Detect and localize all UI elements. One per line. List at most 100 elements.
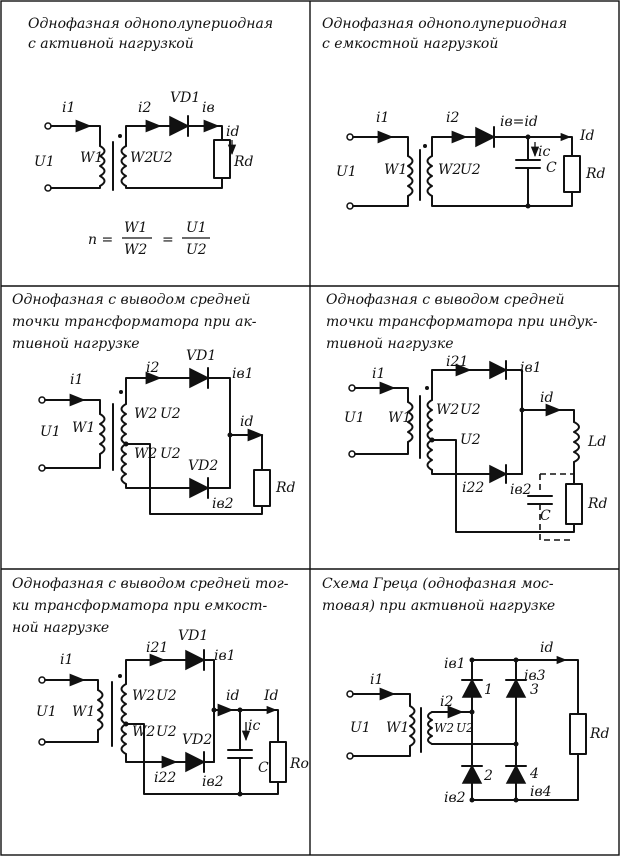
circuit-label: i22 [154,770,176,786]
circuit-wire [125,377,191,405]
circuit-label: U2 [460,402,481,418]
panel-center-tap-resistive: Однофазная с выводом средней точки транс… [12,292,296,515]
circuit-label: i2 [146,360,159,376]
circuit-label: U2 [160,446,181,462]
panel-title-line: Однофазная однополупериодная [28,16,273,32]
circuit-label: i1 [370,672,383,688]
circuit-label: W2 [434,721,454,735]
circuit-label: iв1 [214,648,236,664]
circuit-label: 3 [530,682,539,698]
circuit-label: id [240,414,253,430]
circuit-wire [513,797,519,803]
panel-title-line: ки трансформатора при емкост- [12,598,267,614]
circuit-wire [229,434,263,471]
circuit-wire [352,693,411,707]
circuit-label: = [162,232,174,248]
diode-vd1 [185,649,206,671]
circuit-wire [469,797,475,803]
circuit-wire [125,443,263,515]
circuit-label: iв2 [202,774,224,790]
load-inductor [573,421,580,463]
panel-title-line: с активной нагрузкой [28,36,194,52]
circuit-label: iв2 [212,496,234,512]
circuit-label: iв2 [444,790,466,806]
diode [489,360,508,380]
circuit-label: W1 [72,704,95,720]
circuit-label: i1 [62,100,75,116]
circuit-label: W2 [124,242,147,258]
circuit-label: W2 [436,402,459,418]
circuit-wire [431,439,575,533]
circuit-wire [227,432,233,438]
circuit-label: U2 [152,150,173,166]
circuit-wire [423,144,427,148]
circuit-wire [125,483,191,489]
circuit-label: Ld [587,434,606,450]
circuit-wire [431,136,477,157]
secondary-winding-lower [426,439,433,471]
circuit-wire [125,723,279,795]
circuit-label: id [226,124,239,140]
circuit-label: iв=id [500,114,538,130]
circuit-label: i2 [446,110,459,126]
circuit-wire [125,125,171,147]
diode-1 [461,678,483,698]
panel-half-wave-resistive: Однофазная однополупериодная с активной … [28,16,273,258]
load-resistor [565,483,583,525]
diode-vd2 [185,751,206,773]
circuit-wire [469,709,475,715]
circuit-label: i2 [138,100,151,116]
circuit-label: Rd [589,726,610,742]
panel-title-line: тивной нагрузке [326,336,454,352]
circuit-label: iв2 [510,482,532,498]
circuit-wire [429,437,435,443]
circuit-wire [539,504,574,541]
secondary-winding [426,155,433,197]
circuit-label: Id [579,128,595,144]
circuit-label: 1 [484,682,493,698]
circuit-label: Rd [585,166,606,182]
circuit-label: U1 [344,410,365,426]
circuit-wire [493,136,573,157]
circuit-wire [50,185,101,189]
circuit-label: VD1 [170,90,200,106]
circuit-wire [431,191,573,207]
circuit-label: U1 [36,704,57,720]
circuit-label: Ro [289,756,309,772]
circuit-label: iв1 [232,366,254,382]
circuit-label: iв [202,100,215,116]
circuit-label: Rd [233,154,254,170]
circuit-label: U2 [156,724,177,740]
circuit-label: id [540,640,553,656]
circuit-label: i21 [146,640,168,656]
circuit-label: Rd [275,480,296,496]
panel-title-line: Схема Греца (однофазная мос- [322,576,554,592]
circuit-label: U1 [34,154,55,170]
circuit-wire [123,721,129,727]
secondary-winding-upper [426,399,433,441]
circuit-wire [431,369,491,401]
circuit-wire [44,399,101,415]
panel-center-tap-capacitive: Однофазная с выводом средней тог- ки тра… [12,576,309,797]
circuit-label: VD1 [186,348,216,364]
secondary-winding [427,711,433,745]
circuit-label: U2 [160,406,181,422]
circuit-label: W2 [134,446,157,462]
circuit-label: i1 [70,372,83,388]
circuit-wire [44,679,99,691]
panel-graetz-bridge: Схема Греца (однофазная мос- товая) при … [322,576,610,806]
circuit-wire [213,709,279,743]
load-resistor [569,713,587,755]
diode-2 [461,764,483,784]
circuit-label: iс [248,718,260,734]
circuit-label: U2 [460,162,481,178]
circuit-wire [187,125,223,141]
circuit-label: W2 [132,724,155,740]
circuit-wire [44,729,99,743]
circuit-label: W1 [72,420,95,436]
panel-title-line: Однофазная с выводом средней [326,292,565,308]
circuit-wire [425,386,429,390]
circuit-label: VD2 [188,458,218,474]
